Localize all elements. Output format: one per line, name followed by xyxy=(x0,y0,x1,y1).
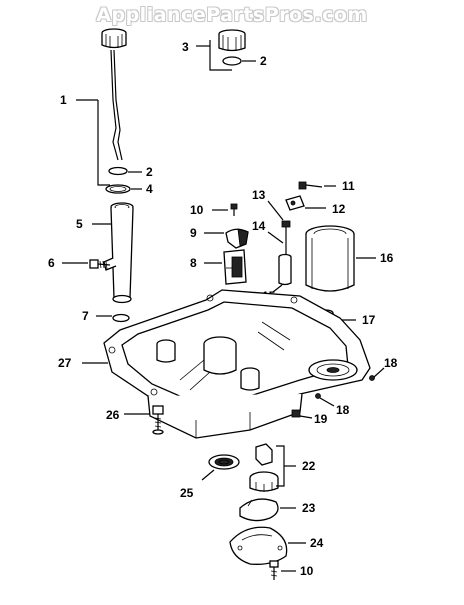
callout-24: 24 xyxy=(310,536,324,550)
callout-5: 5 xyxy=(76,217,83,231)
screw-10-upper[interactable] xyxy=(230,203,238,216)
breather-filter-8[interactable] xyxy=(223,249,247,285)
callout-19: 19 xyxy=(314,412,328,426)
callout-11: 11 xyxy=(342,179,355,193)
callout-7: 7 xyxy=(82,309,89,323)
screw-6[interactable] xyxy=(89,259,111,270)
seal-25[interactable] xyxy=(208,454,240,470)
o-ring-2-cap[interactable] xyxy=(222,56,242,66)
callout-3: 3 xyxy=(182,40,189,54)
callout-27: 27 xyxy=(58,356,72,370)
callout-17: 17 xyxy=(362,313,376,327)
watermark: AppliancePartsPros.com xyxy=(96,4,368,26)
callout-22: 22 xyxy=(302,459,316,473)
callout-13: 13 xyxy=(252,188,266,202)
o-ring-2-upper[interactable] xyxy=(108,166,128,176)
callout-26: 26 xyxy=(106,408,120,422)
pump-cover-24[interactable] xyxy=(229,526,288,565)
oil-filter-16[interactable] xyxy=(305,225,355,292)
screw-11[interactable] xyxy=(298,181,323,190)
plug-18-upper[interactable] xyxy=(369,375,375,381)
callout-2-cap: 2 xyxy=(260,54,267,68)
callout-6: 6 xyxy=(48,256,55,270)
callout-23: 23 xyxy=(302,501,316,515)
sleeve-15[interactable] xyxy=(278,253,292,286)
plug-18-lower[interactable] xyxy=(315,393,321,399)
dipstick[interactable] xyxy=(101,28,127,161)
callout-8: 8 xyxy=(190,256,197,270)
callout-10-lower: 10 xyxy=(300,564,314,578)
screw-10-lower[interactable] xyxy=(269,560,279,580)
plug-19[interactable] xyxy=(291,409,301,418)
callout-18-lower: 18 xyxy=(336,403,350,417)
rod-13[interactable] xyxy=(281,220,291,255)
callout-1: 1 xyxy=(60,93,67,107)
callout-12: 12 xyxy=(332,202,346,216)
o-ring-7[interactable] xyxy=(112,313,130,323)
callout-9: 9 xyxy=(190,226,197,240)
gear-set-22[interactable] xyxy=(249,443,279,492)
callout-2: 2 xyxy=(146,165,153,179)
oil-fill-tube-5[interactable] xyxy=(103,202,134,304)
callout-4: 4 xyxy=(146,182,153,196)
callout-18-upper: 18 xyxy=(384,356,398,370)
callout-16: 16 xyxy=(380,251,394,265)
breather-cover-9[interactable] xyxy=(225,228,249,249)
gasket-23[interactable] xyxy=(239,498,279,522)
bolt-26[interactable] xyxy=(152,405,164,435)
oil-pan-27[interactable] xyxy=(103,289,371,439)
bracket-12[interactable] xyxy=(285,195,305,211)
callout-10-upper: 10 xyxy=(190,203,204,217)
oil-fill-cap-3[interactable] xyxy=(218,29,246,52)
callout-14: 14 xyxy=(252,219,266,233)
callout-25: 25 xyxy=(180,486,194,500)
